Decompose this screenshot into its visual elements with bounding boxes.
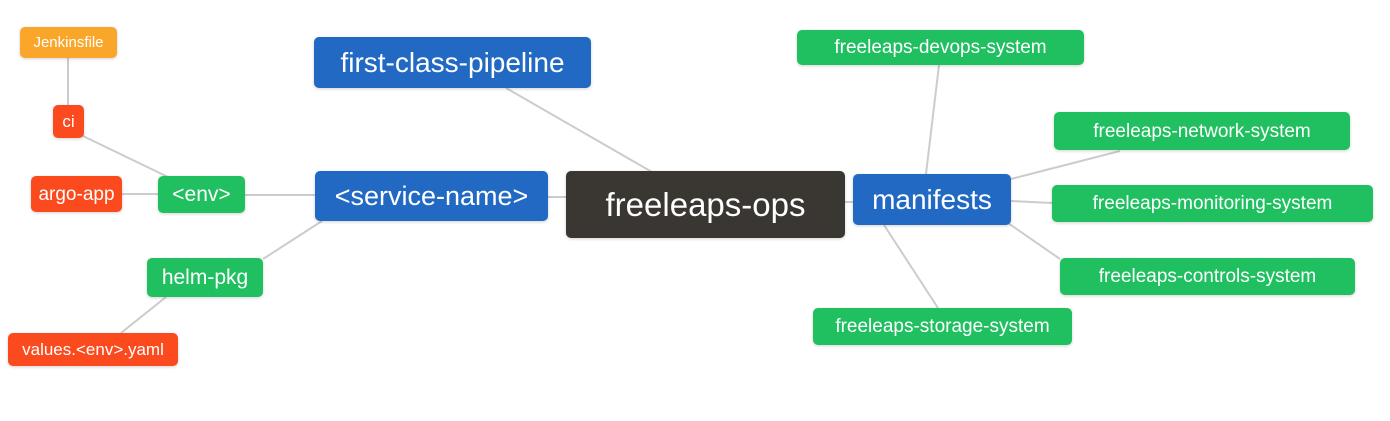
edge-manifests-freeleaps-monitoring-system	[1010, 200, 1053, 204]
node-first-class-pipeline[interactable]: first-class-pipeline	[314, 37, 591, 88]
node-jenkinsfile[interactable]: Jenkinsfile	[20, 27, 117, 58]
edge-helm-pkg-service-name	[262, 220, 323, 260]
edge-values-env-yaml-helm-pkg	[120, 296, 167, 334]
edge-manifests-freeleaps-devops-system	[925, 64, 940, 175]
node-freeleaps-storage-system[interactable]: freeleaps-storage-system	[813, 308, 1072, 345]
edge-ci-env	[82, 135, 169, 178]
node-ci[interactable]: ci	[53, 105, 84, 138]
node-freeleaps-devops-system[interactable]: freeleaps-devops-system	[797, 30, 1084, 65]
node-freeleaps-network-system[interactable]: freeleaps-network-system	[1054, 112, 1350, 150]
edge-first-class-pipeline-freeleaps-ops	[505, 87, 653, 173]
node-freeleaps-ops[interactable]: freeleaps-ops	[566, 171, 845, 238]
node-argo-app[interactable]: argo-app	[31, 176, 122, 212]
node-values-env-yaml[interactable]: values.<env>.yaml	[8, 333, 178, 366]
node-freeleaps-monitoring-system[interactable]: freeleaps-monitoring-system	[1052, 185, 1373, 222]
edge-manifests-freeleaps-network-system	[1010, 150, 1121, 180]
node-service-name[interactable]: <service-name>	[315, 171, 548, 221]
node-manifests[interactable]: manifests	[853, 174, 1011, 225]
node-env[interactable]: <env>	[158, 176, 245, 213]
node-helm-pkg[interactable]: helm-pkg	[147, 258, 263, 297]
node-freeleaps-controls-system[interactable]: freeleaps-controls-system	[1060, 258, 1355, 295]
edge-manifests-freeleaps-storage-system	[883, 224, 939, 309]
edge-manifests-freeleaps-controls-system	[1007, 222, 1061, 260]
